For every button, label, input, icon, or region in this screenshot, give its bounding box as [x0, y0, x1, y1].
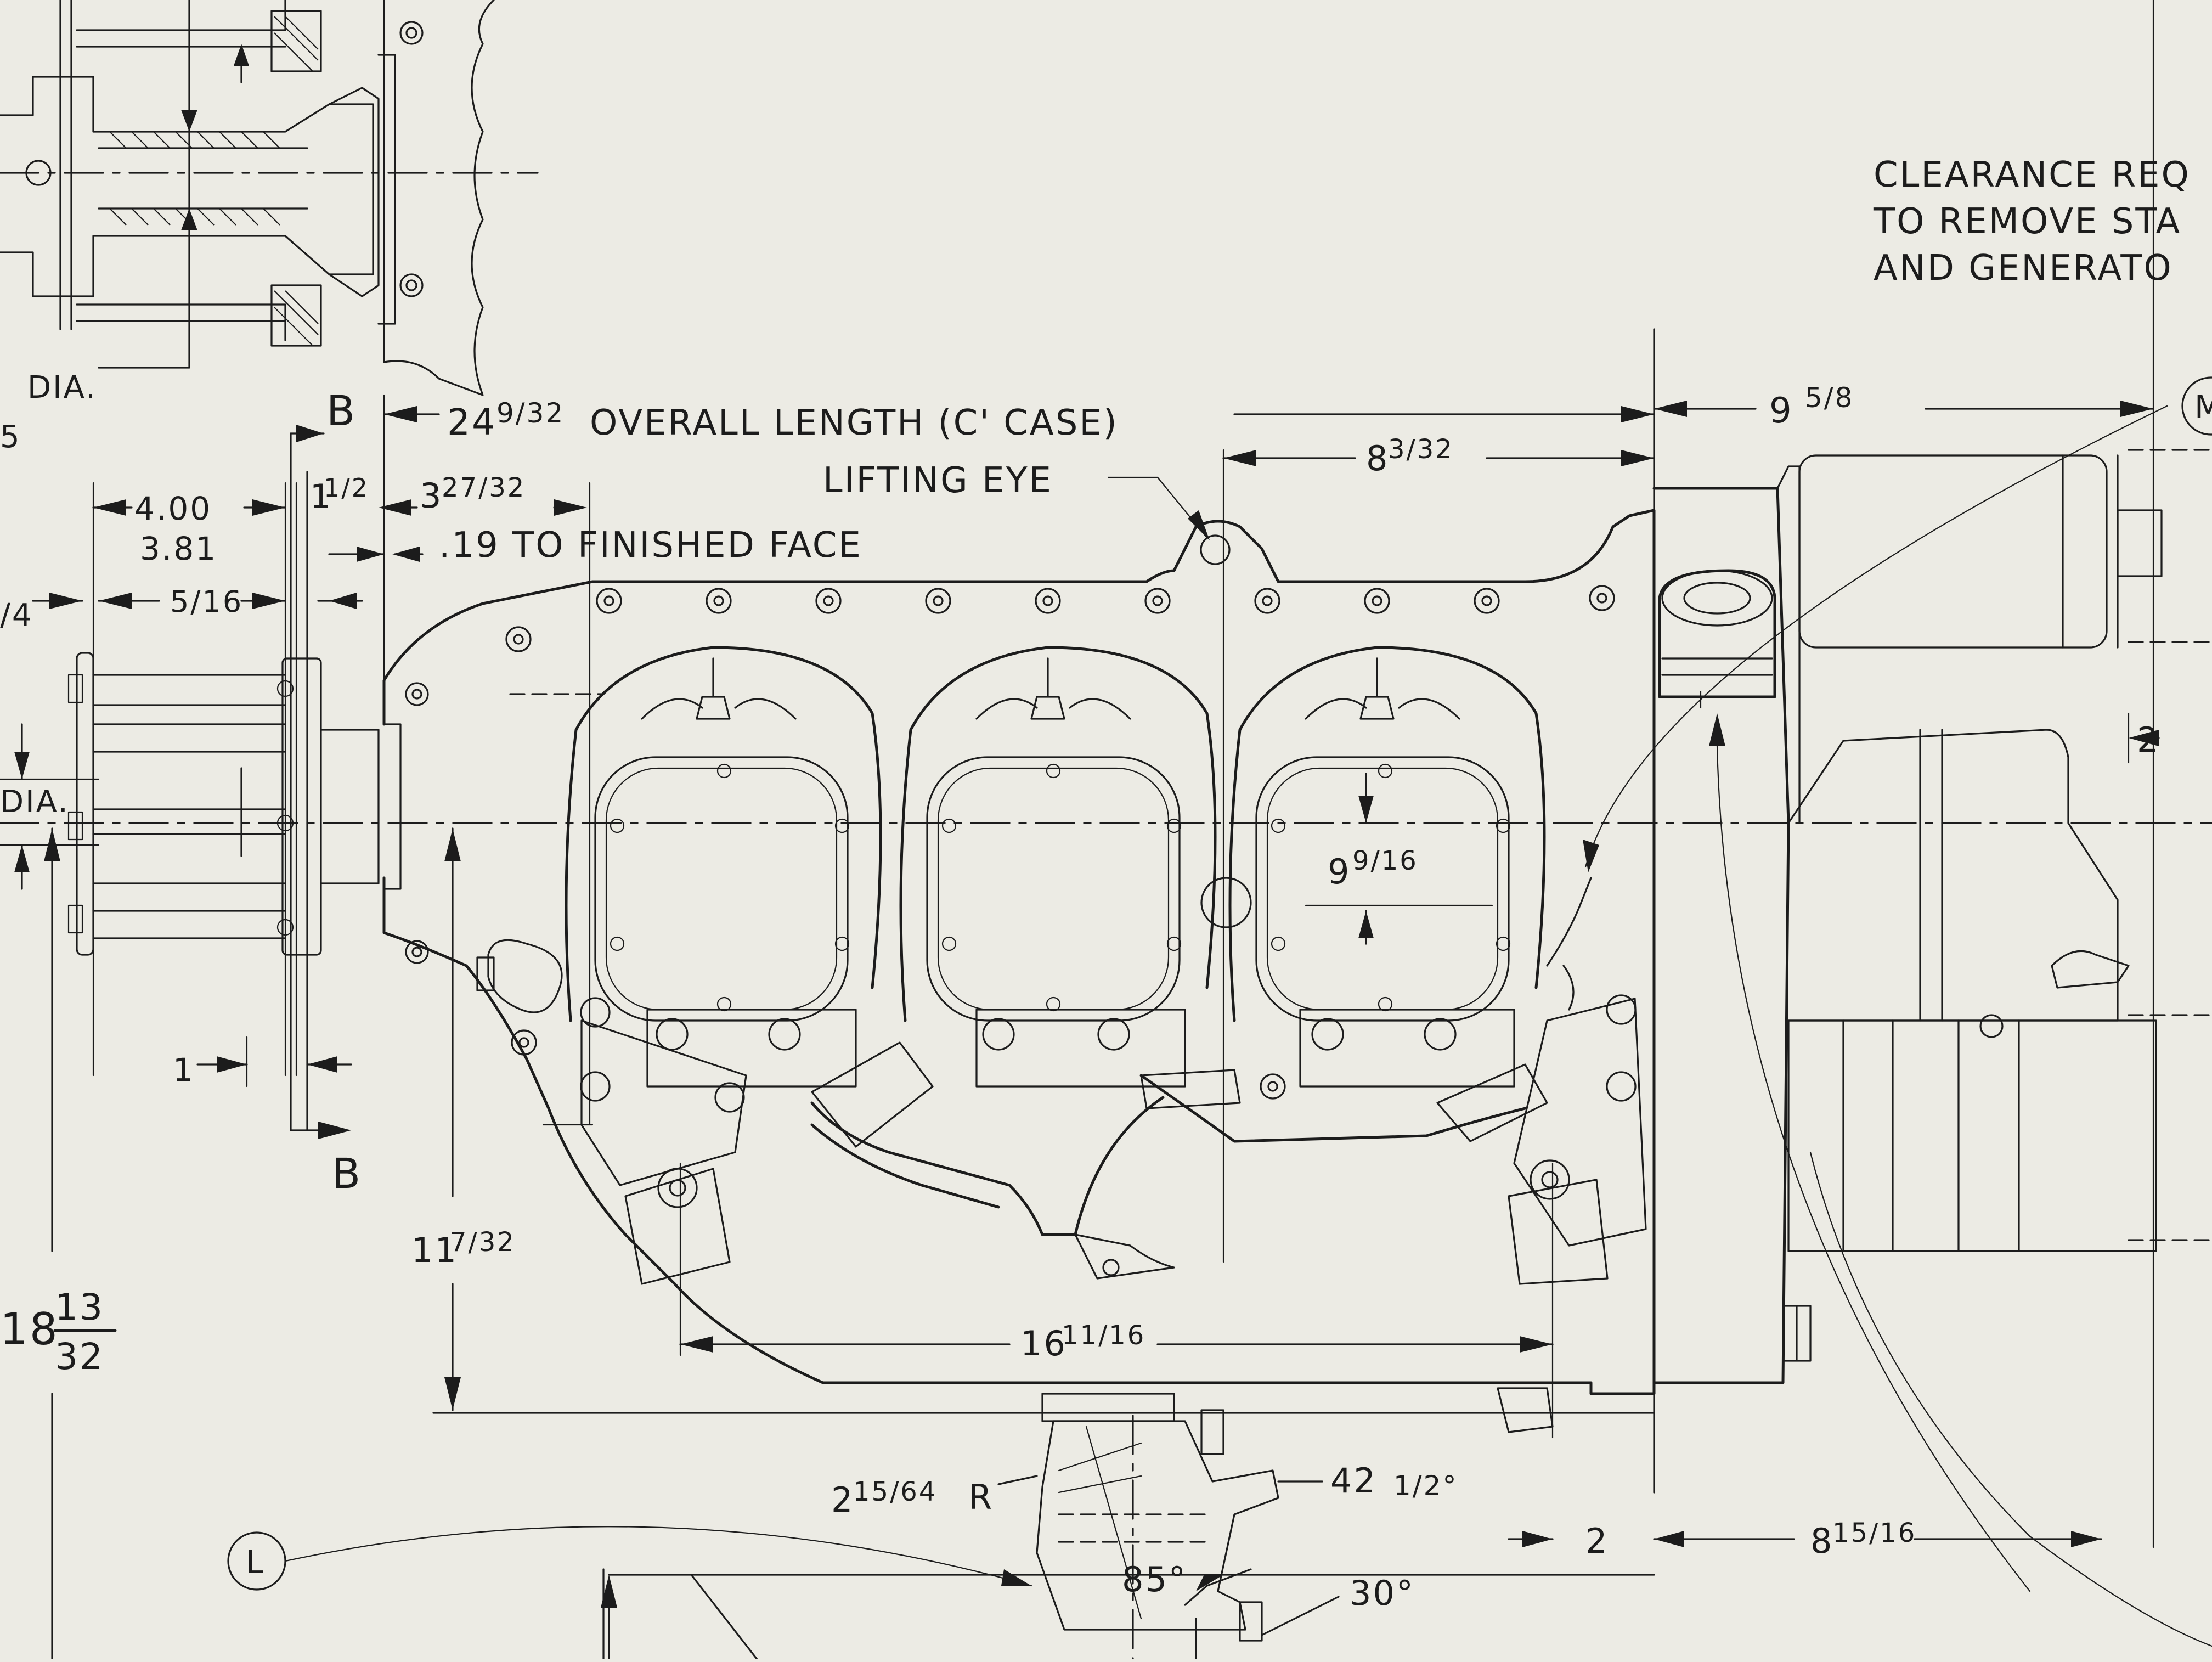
dim-1: 1 — [173, 1051, 195, 1089]
dim-11-7-frac: 7/32 — [450, 1227, 516, 1258]
finished-face-label: .19 TO FINISHED FACE — [439, 525, 862, 566]
callout-l: L — [246, 1543, 265, 1581]
lower-structure — [601, 1574, 758, 1660]
cylinder-3 — [1228, 646, 1546, 1022]
dim-16-11-whole: 16 — [1020, 1323, 1067, 1364]
callout-m-circle — [2181, 376, 2212, 436]
exhaust-manifold — [646, 1009, 1548, 1280]
carburetor — [1036, 1393, 1279, 1642]
labels: 24 9/32 OVERALL LENGTH (C' CASE) LIFTING… — [0, 382, 2160, 1636]
callouts: L M — [227, 376, 2212, 1591]
dim-8-3-whole: 8 — [1366, 438, 1389, 478]
dim-8-3-frac: 3/32 — [1388, 434, 1454, 465]
cylinder-2 — [899, 646, 1217, 1022]
engine-body — [67, 405, 2212, 1647]
dim-16-11-frac: 11/16 — [1062, 1320, 1146, 1351]
overall-length-label: OVERALL LENGTH (C' CASE) — [590, 403, 1119, 443]
dim-42-frac: 1/2° — [1393, 1470, 1458, 1502]
dia-label-top: DIA. — [27, 370, 97, 405]
dim-42-whole: 42 — [1330, 1461, 1377, 1501]
clearance-line-2: TO REMOVE STA — [1873, 201, 2181, 242]
dim-5-16: 5/16 — [170, 584, 243, 619]
dim-5-partial: 5 — [0, 419, 21, 455]
bolt-row — [405, 585, 1615, 1100]
dim-3-27-frac: 27/32 — [442, 472, 526, 503]
dim-30-deg: 30° — [1350, 1573, 1415, 1613]
dim-11-7-whole: 11 — [411, 1230, 458, 1270]
overall-length-fraction: 9/32 — [496, 397, 565, 429]
dim-85-deg: 85° — [1122, 1559, 1187, 1599]
overall-length-value: 24 — [447, 401, 496, 443]
dim-18-numerator: 13 — [55, 1286, 104, 1328]
dim-9-5-frac: 5/8 — [1805, 382, 1854, 414]
dim-2-right: 2 — [2137, 720, 2160, 760]
clearance-line-1: CLEARANCE REQ — [1874, 155, 2191, 195]
section-detail-top-left: DIA. 5 — [0, 0, 539, 455]
dia-label-left: DIA. — [0, 784, 70, 820]
dim-9-9-frac: 9/16 — [1352, 846, 1418, 876]
prop-flange — [67, 652, 563, 1013]
dim-3-27-whole: 3 — [420, 476, 443, 516]
engine-mounts — [580, 994, 1647, 1433]
dim-2-15-frac: 15/64 — [853, 1477, 937, 1507]
lifting-eye-label: LIFTING EYE — [823, 460, 1053, 501]
dim-9-5-whole: 9 — [1769, 391, 1793, 431]
dim-radius-r: R — [968, 1477, 994, 1517]
dim-1-half-whole: 1 — [310, 477, 332, 516]
dim-1-4-partial: /4 — [0, 598, 33, 633]
section-b-bottom: B — [332, 1149, 362, 1198]
cylinder-1 — [565, 646, 882, 1022]
dim-2-bottom: 2 — [1585, 1521, 1609, 1561]
section-b-top: B — [326, 386, 357, 435]
clearance-note: CLEARANCE REQ TO REMOVE STA AND GENERATO — [1873, 155, 2191, 289]
dim-9-9-whole: 9 — [1328, 852, 1351, 892]
dim-8-15-frac: 15/16 — [1832, 1518, 1916, 1548]
dim-4-00: 4.00 — [134, 490, 212, 527]
accessory-section — [1546, 405, 2212, 1647]
dim-8-15-whole: 8 — [1810, 1521, 1833, 1561]
dim-18-denominator: 32 — [55, 1336, 104, 1378]
dim-2-15-whole: 2 — [831, 1480, 854, 1520]
section-marks: B B — [326, 386, 362, 1198]
dim-3-81: 3.81 — [140, 530, 217, 567]
callout-m: M — [2194, 388, 2212, 426]
dim-18-whole: 18 — [0, 1304, 59, 1355]
dim-1-half-frac: 1/2 — [324, 473, 369, 503]
clearance-line-3: AND GENERATO — [1874, 248, 2173, 289]
